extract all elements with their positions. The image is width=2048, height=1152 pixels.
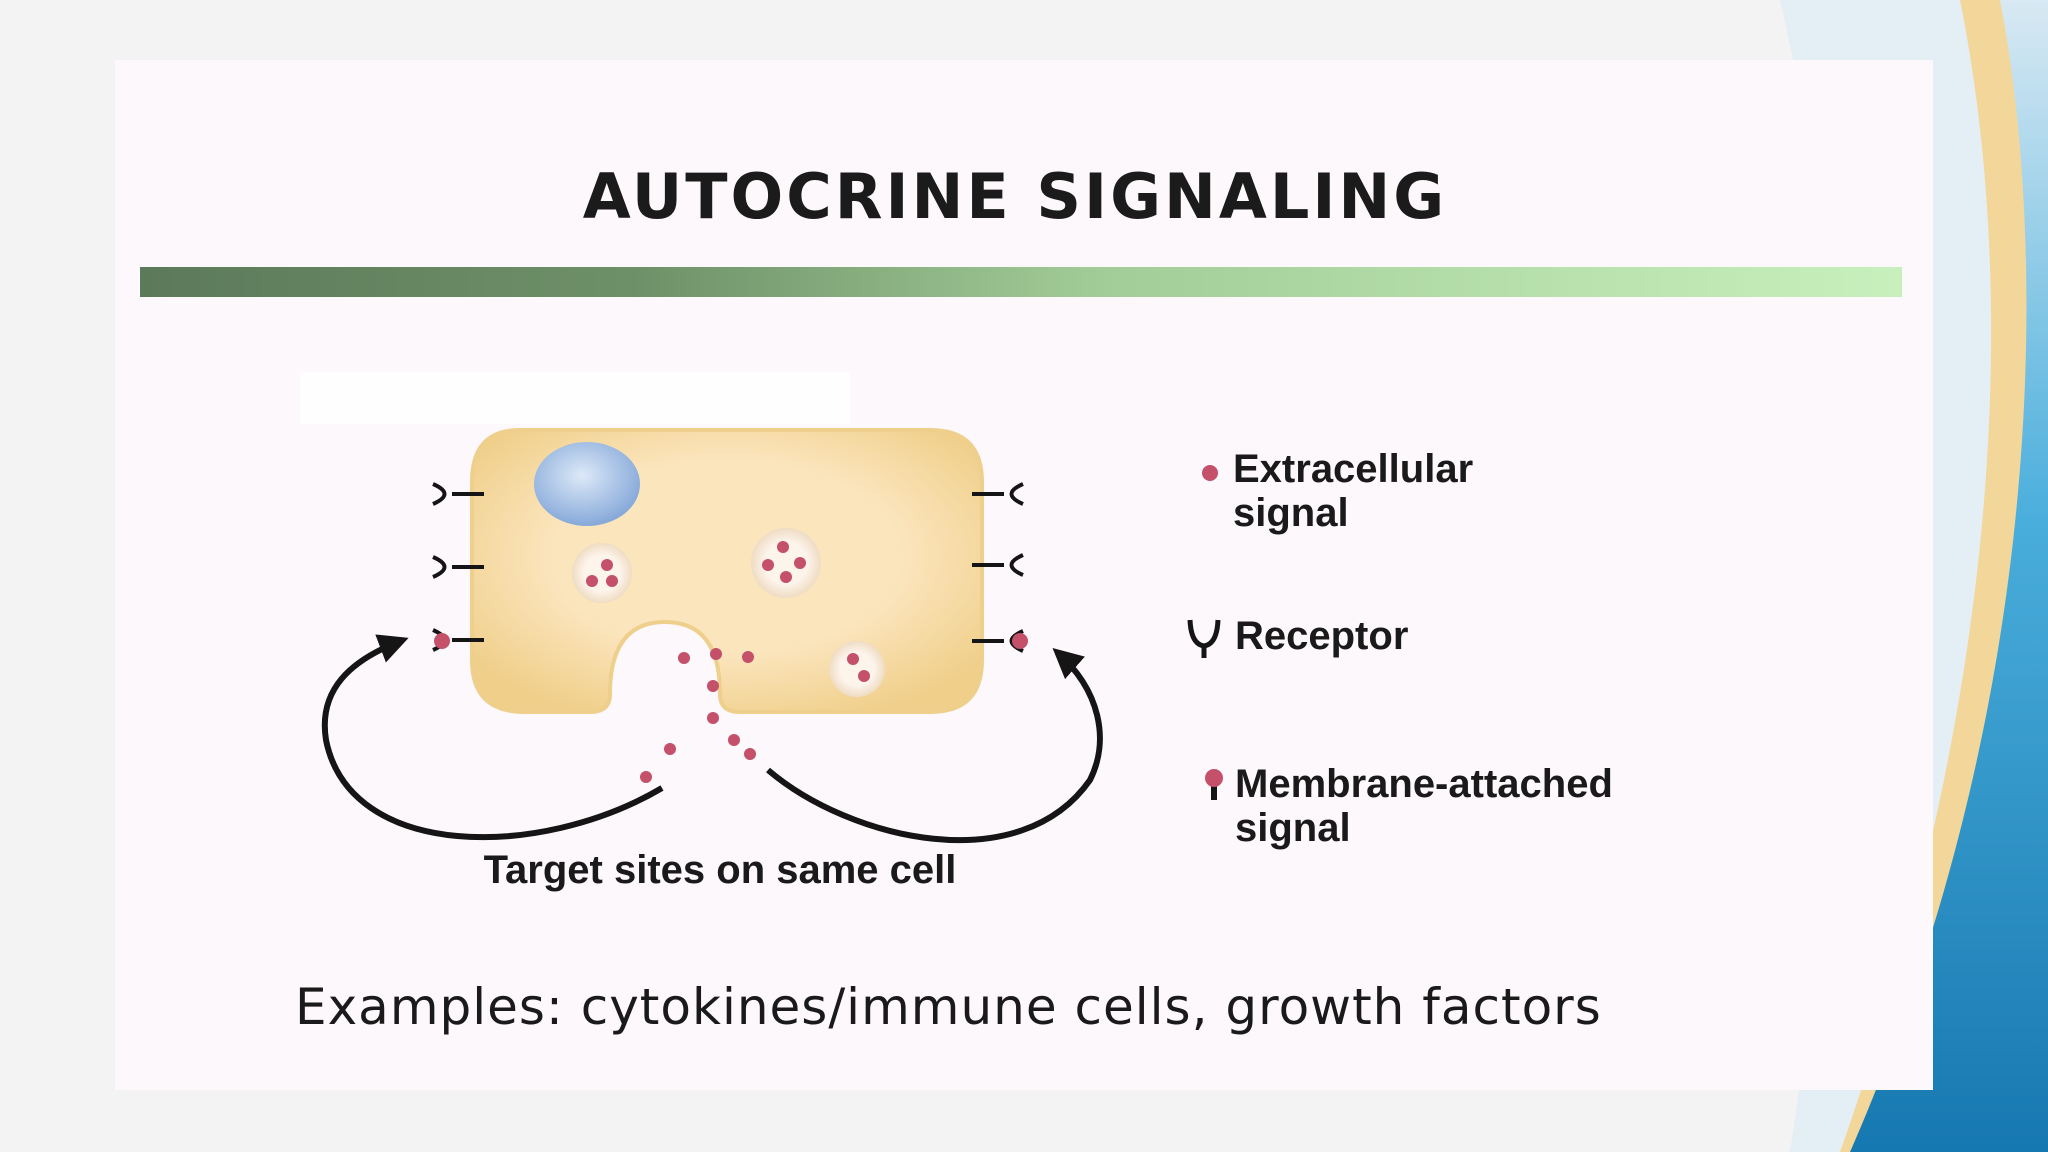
slide-panel — [115, 60, 1933, 1090]
nucleus — [534, 442, 640, 526]
vesicle — [572, 543, 632, 603]
secreted-signals — [640, 648, 756, 783]
y-receptor-icon — [1187, 619, 1221, 658]
legend-membrane-attached-signal: Membrane-attached signal — [1235, 762, 1613, 850]
examples-text: Examples: cytokines/immune cells, growth… — [295, 978, 1602, 1036]
white-highlight — [300, 372, 850, 424]
dot-icon — [1202, 465, 1218, 481]
vesicle — [829, 641, 885, 697]
bound-signal — [434, 633, 450, 649]
title-underline-bar — [140, 267, 1902, 297]
bound-signal — [1012, 633, 1028, 649]
autocrine-arrow-left — [321, 634, 664, 841]
legend-extracellular-signal: Extracellular signal — [1233, 447, 1474, 535]
diagram-caption: Target sites on same cell — [483, 848, 957, 892]
receptors-right — [972, 482, 1024, 653]
legend-receptor: Receptor — [1235, 614, 1409, 658]
slide-title: AUTOCRINE SIGNALING — [582, 160, 1448, 233]
bg-wave-blue — [1850, 0, 2048, 1152]
vesicle — [751, 528, 821, 598]
vesicle-signals — [586, 541, 870, 682]
pin-signal-icon — [1205, 769, 1223, 800]
autocrine-arrow-right — [766, 648, 1103, 844]
